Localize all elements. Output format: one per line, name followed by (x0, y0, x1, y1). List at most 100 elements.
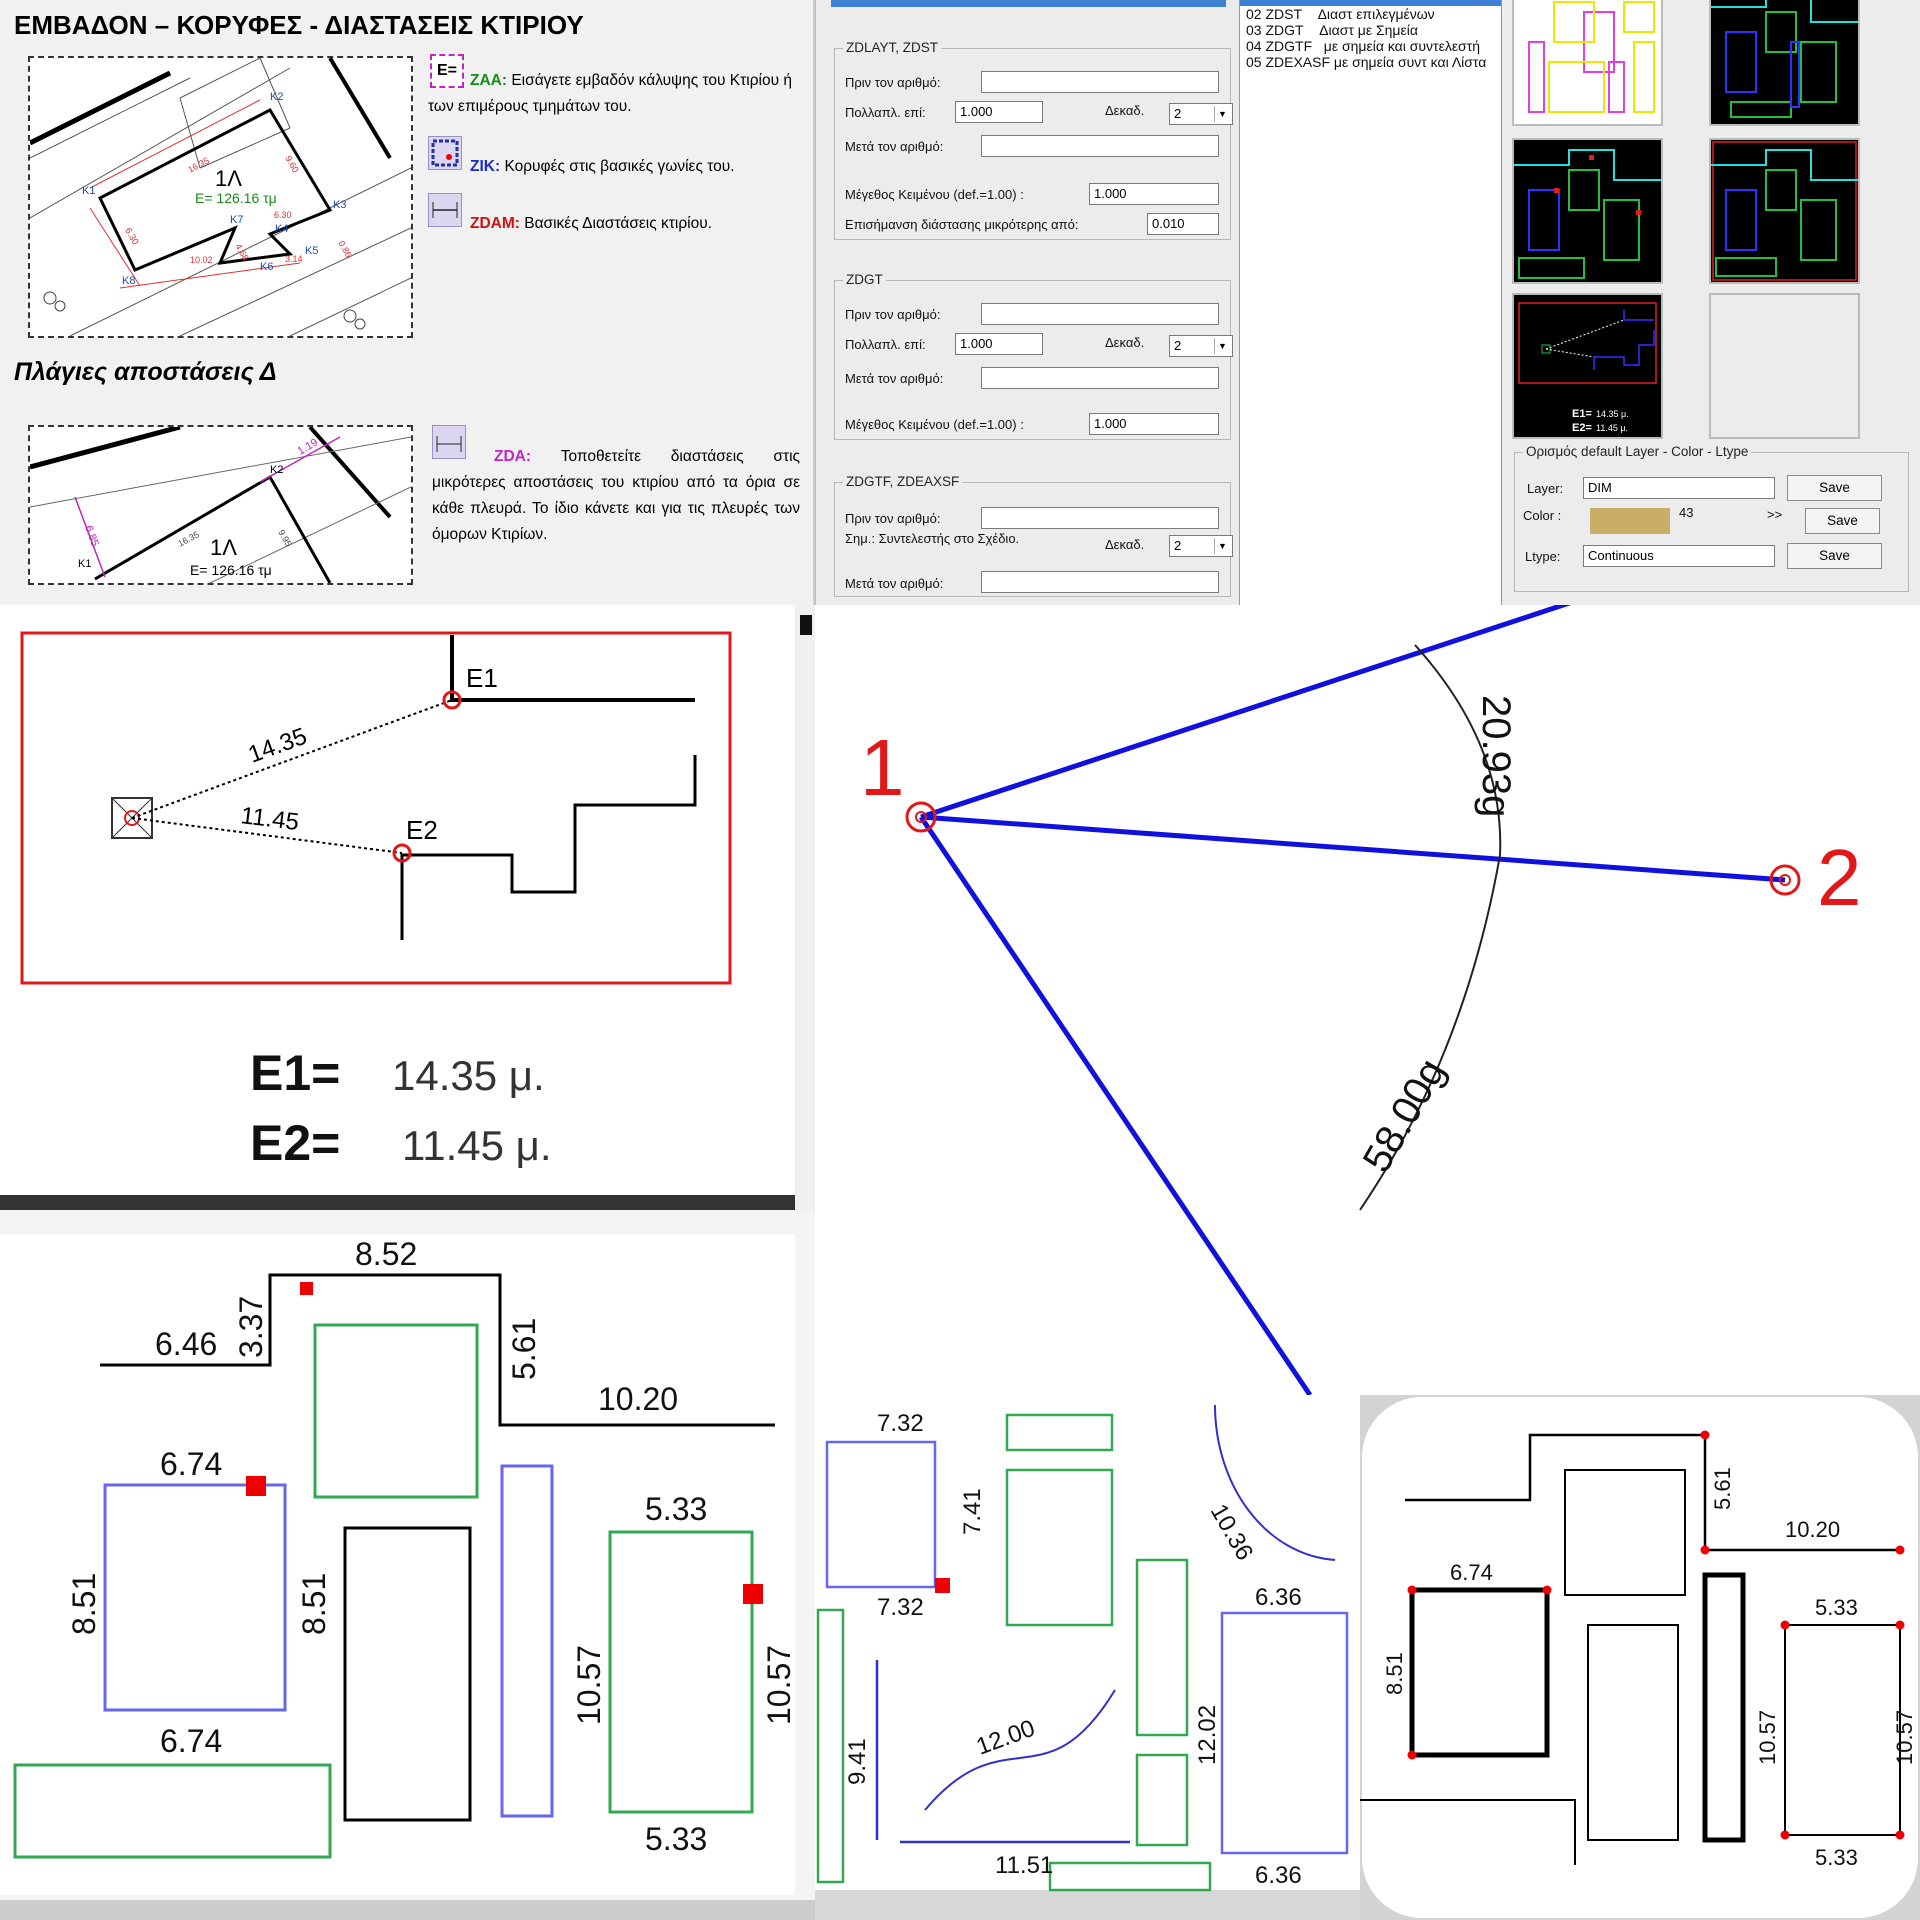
dimension-settings-form: ZDLAYT, ZDST Πριν τον αριθμό: Πολλαπλ. ε… (815, 0, 1240, 605)
svg-text:6.74: 6.74 (160, 1723, 222, 1759)
side-distance-drawing: 1.19 6.85 16.35 9.95 K2 K1 1Λ E= 126.16 … (29, 424, 412, 584)
zik-description: ZIK: Κορυφές στις βασικές γωνίες του. (470, 158, 735, 175)
angle-arc-1 (1414, 644, 1502, 856)
group-title: ZDLAYT, ZDST (843, 40, 942, 55)
svg-text:E= 126.16 τμ: E= 126.16 τμ (190, 562, 272, 578)
zda-description: ZDA: Τοποθετείτε διαστάσεις στις μικρότε… (432, 448, 800, 543)
group-zdlayt: ZDLAYT, ZDST Πριν τον αριθμό: Πολλαπλ. ε… (834, 40, 1233, 240)
preview-gallery: E1= 14.35 μ. E2= 11.45 μ. Ορισμός defaul… (1502, 0, 1920, 605)
building-plan-drawing: K1 K2 K3 K4 K5 K6 K7 K8 1Λ E= 126.16 τμ … (28, 56, 412, 337)
multiplier-input[interactable]: 1.000 (955, 333, 1043, 355)
svg-text:7.32: 7.32 (877, 1594, 924, 1621)
point-e2 (392, 843, 412, 863)
point-2-marker (1769, 864, 1801, 896)
grip-handle (246, 1476, 266, 1496)
result-e2-label: E2= (250, 1115, 340, 1171)
svg-text:5.33: 5.33 (1815, 1845, 1858, 1870)
preview-tile[interactable] (1709, 0, 1860, 126)
preview-tile-empty[interactable] (1709, 293, 1860, 439)
ray-upper (920, 605, 1572, 820)
suffix-input[interactable] (981, 135, 1219, 157)
default-layer-group: Ορισμός default Layer - Color - Ltype La… (1514, 444, 1909, 592)
svg-text:6.36: 6.36 (1255, 1862, 1302, 1889)
text-size-input[interactable]: 1.000 (1089, 183, 1219, 205)
side-distances-heading: Πλάγιες αποστάσεις Δ (14, 358, 277, 386)
multiplier-input[interactable]: 1.000 (955, 101, 1043, 123)
svg-text:6.74: 6.74 (160, 1446, 222, 1482)
point-2-label: 2 (1817, 833, 1862, 922)
decimals-select[interactable]: 2▼ (1169, 335, 1233, 357)
min-dim-input[interactable]: 0.010 (1147, 213, 1219, 235)
vertex-command-icon[interactable] (428, 136, 462, 170)
save-color-button[interactable]: Save (1805, 508, 1880, 534)
side-distance-command-icon[interactable] (432, 425, 466, 459)
prefix-input[interactable] (981, 71, 1219, 93)
area-command-icon[interactable]: E= (430, 54, 464, 88)
group-zdgt: ZDGT Πριν τον αριθμό: Πολλαπλ. επί: 1.00… (834, 272, 1233, 440)
svg-text:3.37: 3.37 (233, 1296, 269, 1358)
text-size-input[interactable]: 1.000 (1089, 413, 1219, 435)
dimensions-svg-c: 5.61 10.20 6.74 8.51 5.33 10.57 10.57 5.… (1360, 1395, 1920, 1920)
svg-text:8.51: 8.51 (66, 1573, 102, 1635)
svg-text:6.30: 6.30 (274, 210, 292, 220)
command-list: 02 ZDST Διαστ επιλεγμένων 03 ZDGT Διαστ … (1240, 0, 1502, 605)
color-picker-link[interactable]: >> (1767, 507, 1783, 522)
dimensions-drawing-c: 5.61 10.20 6.74 8.51 5.33 10.57 10.57 5.… (1360, 1395, 1920, 1920)
linetype-input[interactable]: Continuous (1583, 545, 1775, 567)
dimension-command-icon[interactable] (428, 193, 462, 227)
prefix-input[interactable] (981, 507, 1219, 529)
save-linetype-button[interactable]: Save (1787, 543, 1882, 569)
svg-text:11.45 μ.: 11.45 μ. (1596, 423, 1628, 433)
suffix-input[interactable] (981, 571, 1219, 593)
svg-text:10.57: 10.57 (571, 1645, 607, 1725)
svg-text:10.57: 10.57 (1755, 1710, 1780, 1765)
preview-tile[interactable] (1512, 0, 1663, 126)
label-e2: E2 (406, 815, 438, 845)
dimensions-drawing-a: 8.52 3.37 6.46 5.61 10.20 6.74 8.51 8.51… (0, 1210, 815, 1920)
group-title: ZDGTF, ZDEAXSF (843, 474, 963, 489)
svg-text:6.30: 6.30 (123, 226, 140, 246)
svg-text:9.41: 9.41 (844, 1738, 871, 1785)
zaa-description: ZAA: Εισάγετε εμβαδόν κάλυψης του Κτιρίο… (428, 72, 792, 115)
distance-line-e1 (131, 699, 453, 819)
side-distance-thumbnail: 1.19 6.85 16.35 9.95 K2 K1 1Λ E= 126.16 … (28, 424, 413, 585)
svg-text:E1=: E1= (1572, 408, 1592, 420)
svg-text:1Λ: 1Λ (210, 535, 237, 560)
svg-text:16.35: 16.35 (186, 155, 211, 174)
list-item[interactable]: 04 ZDGTF με σημεία και συντελεστή (1246, 38, 1481, 54)
dimensions-svg-b: 7.32 7.41 7.32 10.36 6.36 12.02 12.00 9.… (815, 1395, 1360, 1920)
angle-arc-2 (1359, 854, 1501, 1211)
point-1-marker (905, 801, 937, 833)
preview-tile-distances[interactable]: E1= 14.35 μ. E2= 11.45 μ. (1512, 293, 1663, 439)
layer-input[interactable]: DIM (1583, 477, 1775, 499)
label-e1: E1 (466, 663, 498, 693)
svg-text:6.46: 6.46 (155, 1326, 217, 1362)
list-item[interactable]: 02 ZDST Διαστ επιλεγμένων (1246, 6, 1435, 22)
vertex-K5: K5 (305, 245, 318, 257)
unit-label: 1Λ (215, 166, 242, 191)
list-item[interactable]: 05 ZDEXASF με σημεία συντ και Λίστα (1246, 54, 1487, 70)
svg-text:E2=: E2= (1572, 422, 1592, 434)
decimals-select[interactable]: 2▼ (1169, 103, 1233, 125)
vertex-K6: K6 (260, 261, 273, 273)
result-e1-value: 14.35 μ. (392, 1052, 545, 1099)
preview-tile[interactable] (1512, 138, 1663, 284)
svg-text:9.95: 9.95 (276, 528, 293, 548)
prefix-input[interactable] (981, 303, 1219, 325)
suffix-input[interactable] (981, 367, 1219, 389)
color-index: 43 (1679, 505, 1694, 520)
result-e1-label: E1= (250, 1045, 340, 1101)
list-item[interactable]: 03 ZDGT Διαστ με Σημεία (1246, 22, 1418, 38)
vertex-K4: K4 (275, 223, 288, 235)
selected-item-bar[interactable] (1240, 0, 1501, 6)
color-swatch[interactable] (1590, 508, 1670, 534)
vertex-K3: K3 (333, 199, 346, 211)
svg-text:10.57: 10.57 (1892, 1710, 1917, 1765)
save-layer-button[interactable]: Save (1787, 475, 1882, 501)
ray-to-point-2 (920, 814, 1786, 883)
area-label: E= 126.16 τμ (195, 190, 277, 206)
preview-tile[interactable] (1709, 138, 1860, 284)
vertex-K2: K2 (270, 91, 283, 103)
selection-highlight (831, 0, 1226, 7)
decimals-select[interactable]: 2▼ (1169, 535, 1233, 557)
